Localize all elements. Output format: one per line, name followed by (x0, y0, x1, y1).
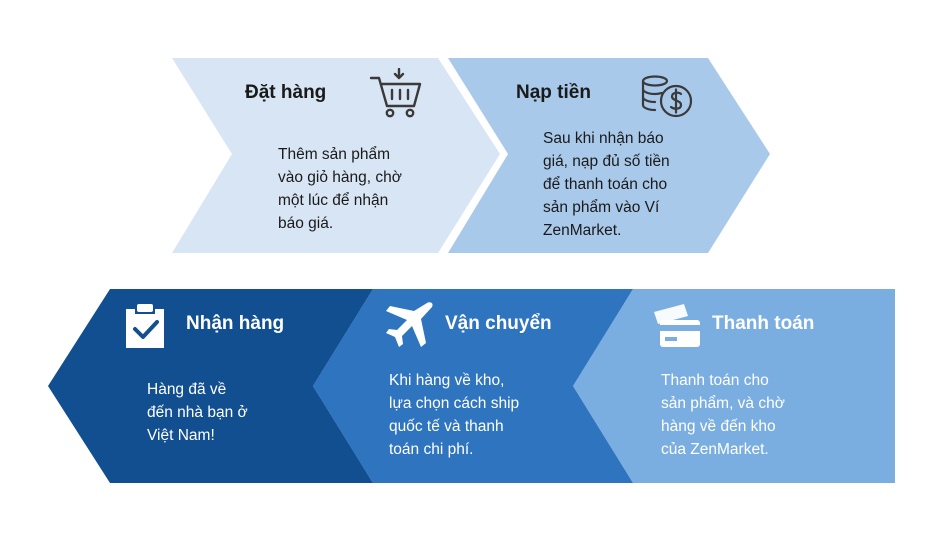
step-desc-nhan-hang: Hàng đã về đến nhà bạn ở Việt Nam! (147, 381, 248, 444)
credit-card-icon (654, 304, 700, 347)
step-desc-dat-hang: Thêm sản phẩm vào giỏ hàng, chờ một lúc … (278, 146, 402, 232)
step-desc-thanh-toan: Thanh toán cho sản phẩm, và chờ hàng về … (661, 372, 785, 458)
airplane-icon (386, 302, 433, 347)
chevron-van-chuyen (313, 289, 633, 483)
step-title-thanh-toan: Thanh toán (712, 313, 815, 334)
clipboard-check-icon (126, 304, 164, 348)
step-desc-van-chuyen: Khi hàng về kho, lựa chọn cách ship quốc… (389, 372, 520, 458)
shopping-cart-icon (369, 68, 422, 118)
step-title-van-chuyen: Vận chuyển (445, 313, 552, 334)
step-title-dat-hang: Đặt hàng (245, 82, 327, 103)
step-title-nhan-hang: Nhận hàng (186, 313, 285, 334)
coins-dollar-icon (641, 75, 693, 118)
chevron-thanh-toan (573, 289, 895, 483)
chevron-dat-hang (172, 58, 500, 253)
step-title-nap-tien: Nạp tiền (516, 82, 591, 103)
step-desc-nap-tien: Sau khi nhận báo giá, nạp đủ số tiền để … (543, 130, 670, 239)
